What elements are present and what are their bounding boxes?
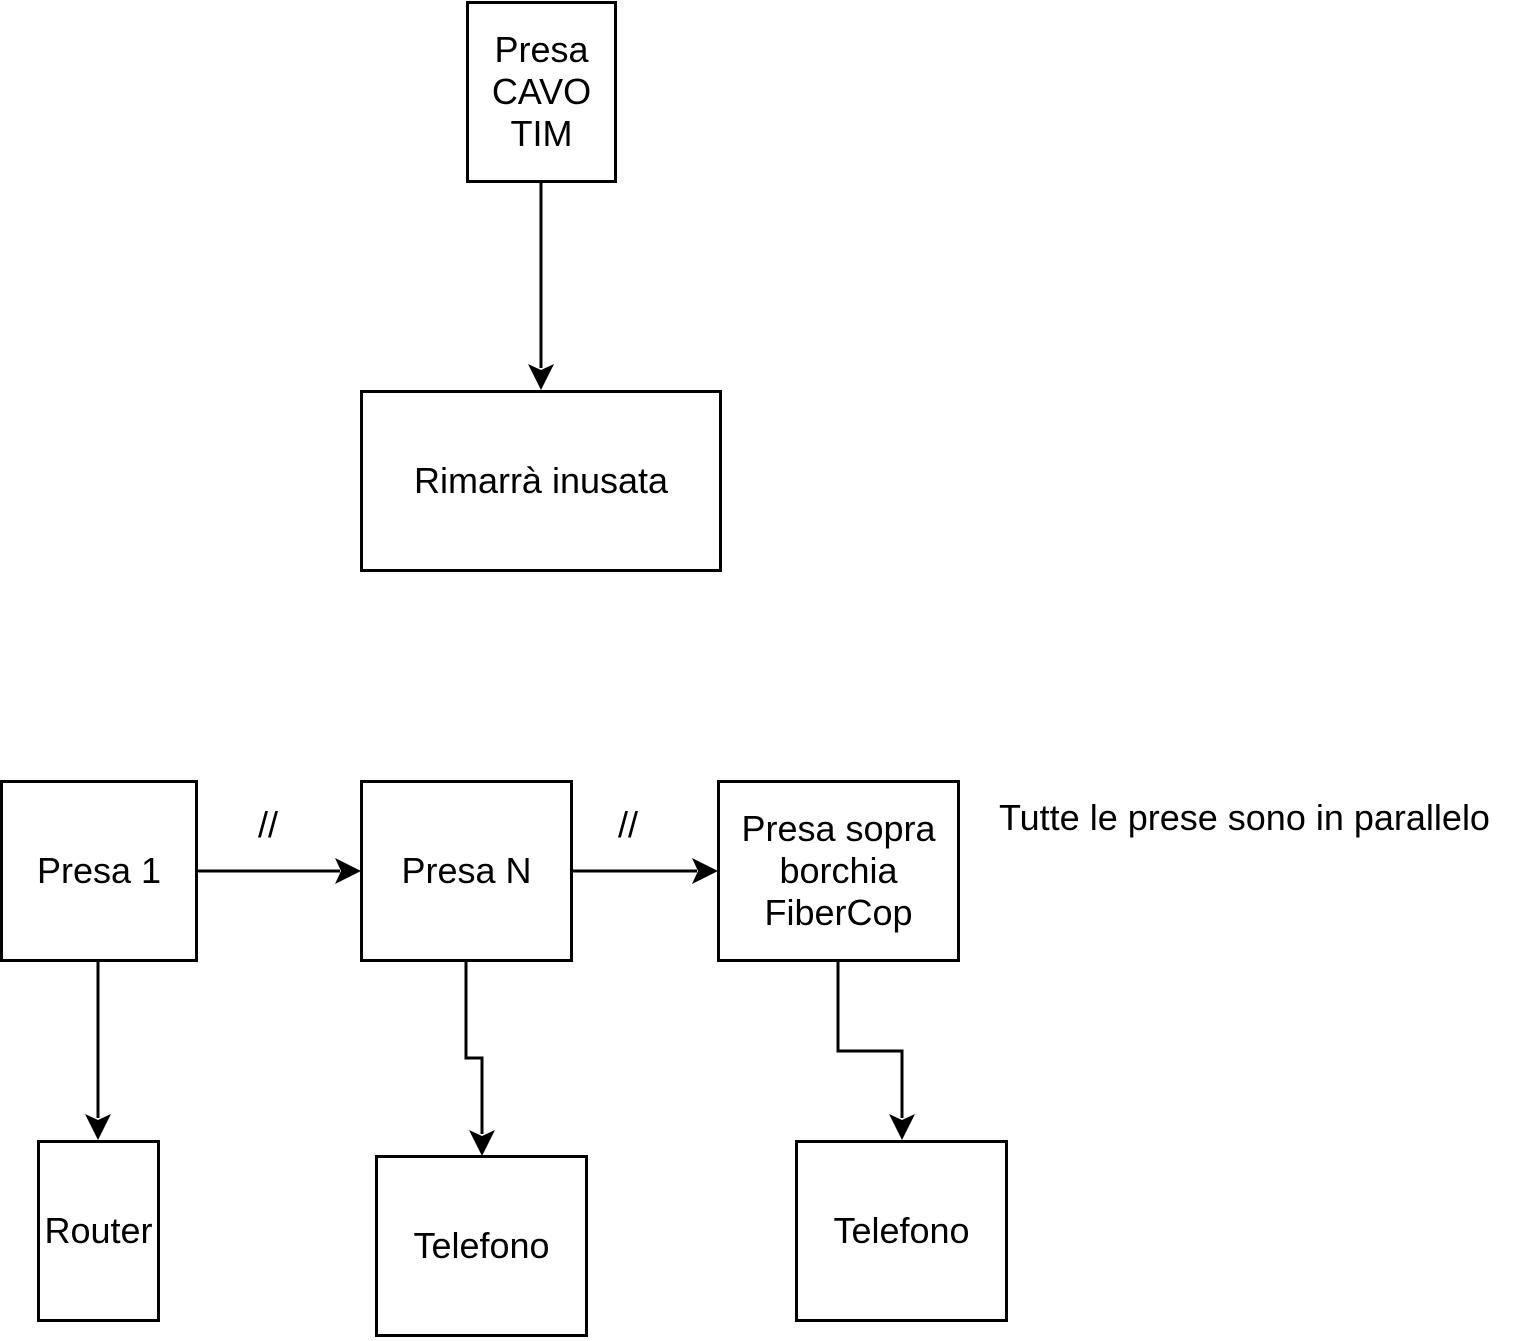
edge-label-presa-1-to-presa-n: // bbox=[258, 804, 279, 845]
node-router-label: Router bbox=[44, 1210, 153, 1251]
node-presa-cavo-tim: Presa CAVO TIM bbox=[466, 1, 617, 183]
node-presa-1-label: Presa 1 bbox=[36, 850, 162, 891]
node-router: Router bbox=[37, 1140, 160, 1322]
node-telefono-2: Telefono bbox=[795, 1140, 1008, 1322]
node-telefono-1: Telefono bbox=[375, 1155, 588, 1337]
node-presa-sopra-borchia-fibercop-label: Presa sopra borchia FiberCop bbox=[741, 808, 936, 933]
node-rimarra-inusata-label: Rimarrà inusata bbox=[413, 460, 669, 501]
edge-presa-sopra-borchia-to-telefono bbox=[836, 961, 915, 1140]
edge-presa-n-to-presa-sopra-borchia bbox=[571, 858, 718, 884]
node-presa-sopra-borchia-fibercop: Presa sopra borchia FiberCop bbox=[717, 780, 960, 962]
node-telefono-2-label: Telefono bbox=[833, 1210, 970, 1251]
edge-presa-n-to-telefono bbox=[464, 961, 495, 1156]
node-presa-n: Presa N bbox=[360, 780, 573, 962]
edge-label-presa-n-to-borchia: // bbox=[618, 804, 639, 845]
edge-presa-cavo-tim-to-rimarra-inusata bbox=[528, 182, 554, 390]
node-presa-1: Presa 1 bbox=[0, 780, 198, 962]
edge-presa-1-to-presa-n bbox=[196, 858, 361, 884]
edge-presa-1-to-router bbox=[85, 961, 111, 1140]
node-rimarra-inusata: Rimarrà inusata bbox=[360, 390, 722, 572]
node-presa-n-label: Presa N bbox=[401, 850, 532, 891]
parallel-note: Tutte le prese sono in parallelo bbox=[999, 797, 1490, 838]
node-presa-cavo-tim-label: Presa CAVO TIM bbox=[491, 29, 592, 154]
node-telefono-1-label: Telefono bbox=[413, 1225, 550, 1266]
